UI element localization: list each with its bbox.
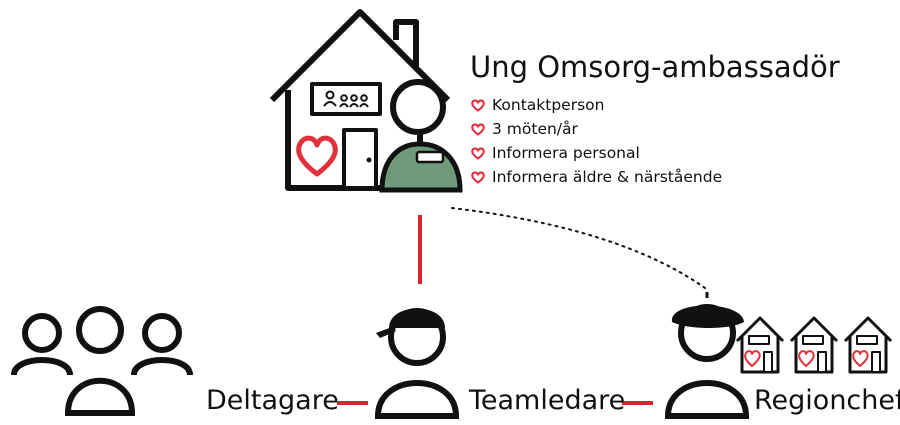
team-leader-label: Teamledare [469, 385, 626, 416]
task-label: Informera äldre & närstående [492, 168, 723, 186]
regional-manager-label: Regionchef [754, 385, 900, 416]
ambassador-task-list: Kontaktperson 3 möten/år Informera perso… [470, 93, 722, 189]
residents-window-icon [323, 90, 369, 108]
ambassador-title: Ung Omsorg-ambassadör [470, 50, 840, 84]
task-item: Kontaktperson [470, 93, 722, 117]
task-label: 3 möten/år [492, 120, 578, 138]
dotted-connector-ambassador-regionchef [451, 207, 706, 289]
care-home-icon [269, 9, 451, 191]
task-item: 3 möten/år [470, 117, 722, 141]
heart-bullet-icon [471, 99, 485, 112]
ambassador-avatar [379, 79, 463, 193]
care-homes-icon [735, 316, 893, 374]
task-label: Kontaktperson [492, 96, 605, 114]
task-item: Informera äldre & närstående [470, 165, 722, 189]
participants-icon [11, 306, 193, 416]
heart-bullet-icon [471, 147, 485, 160]
task-label: Informera personal [492, 144, 640, 162]
team-leader-icon [374, 308, 460, 419]
heart-icon [296, 135, 338, 177]
heart-bullet-icon [471, 123, 485, 136]
task-item: Informera personal [470, 141, 722, 165]
participants-label: Deltagare [206, 385, 339, 416]
heart-bullet-icon [471, 171, 485, 184]
regional-manager-icon [664, 292, 750, 419]
